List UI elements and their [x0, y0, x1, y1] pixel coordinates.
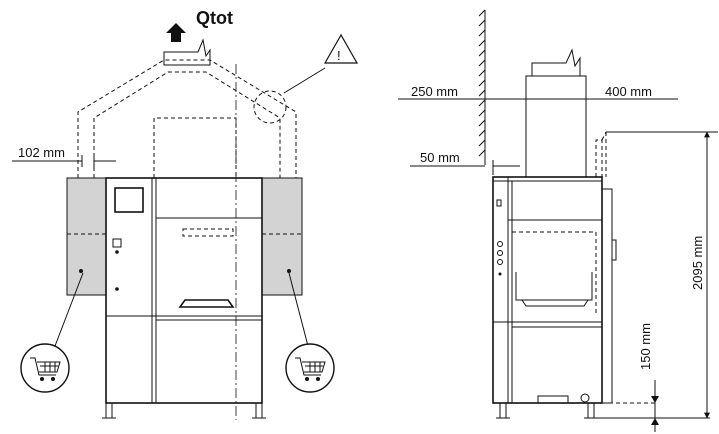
- door-window: [182, 228, 234, 237]
- control-dot: [115, 250, 119, 254]
- wall-clearance-right-label: 400 mm: [605, 84, 652, 99]
- shopping-cart-icon: [285, 343, 335, 393]
- front-view: Qtot ! 102 mm: [12, 8, 359, 420]
- side-feet: [496, 403, 598, 419]
- exhaust-stub: [163, 38, 211, 66]
- right-cart-leader: [288, 272, 309, 347]
- side-rear-duct: [595, 131, 607, 177]
- airflow-label: Qtot: [196, 8, 233, 28]
- side-rear-bracket: [612, 239, 617, 261]
- exhaust-duct-inner: [93, 71, 281, 178]
- side-latch: [496, 199, 502, 207]
- left-clearance-label: 102 mm: [18, 145, 65, 160]
- warning-detail-circle: [253, 90, 287, 124]
- control-dot-lower: [115, 287, 119, 291]
- side-machine-body: [492, 176, 603, 404]
- dim-150-arrow-bottom: [651, 418, 659, 425]
- machine-feet: [102, 403, 266, 419]
- left-cart-leader: [54, 272, 84, 347]
- warning-triangle-icon: !: [323, 33, 359, 64]
- side-rack: [515, 272, 593, 307]
- left-cart-leader-dot: [79, 269, 83, 273]
- control-knob: [112, 238, 122, 248]
- right-cart-leader-dot: [287, 269, 291, 273]
- machine-hood-outline: [153, 117, 237, 178]
- door-handle: [178, 299, 235, 308]
- control-display: [114, 187, 144, 213]
- side-rear-panel: [602, 188, 613, 404]
- side-control-2: [497, 250, 503, 256]
- side-control-3: [497, 259, 503, 265]
- machine-body: [105, 177, 263, 404]
- wall-hatch: [478, 9, 486, 157]
- left-side-panel: [66, 177, 107, 296]
- warning-symbol-text: !: [337, 48, 341, 63]
- side-control-dot: [498, 272, 502, 276]
- side-drain: [537, 395, 569, 404]
- side-exhaust-stub: [531, 48, 581, 76]
- up-arrow-icon: [166, 23, 186, 42]
- warning-leader-line: [283, 67, 326, 94]
- total-height-label: 2095 mm: [690, 236, 705, 290]
- exhaust-duct-outer: [77, 59, 297, 178]
- floor-height-label: 150 mm: [638, 323, 653, 370]
- wall-gap-label: 50 mm: [420, 150, 460, 165]
- shopping-cart-icon: [20, 343, 70, 393]
- side-control-1: [497, 241, 503, 247]
- side-inner-dashed: [512, 231, 597, 314]
- side-wheel: [580, 393, 590, 403]
- side-exhaust-duct: [525, 75, 587, 178]
- dim-150-arrow-top: [651, 396, 659, 403]
- side-view: 250 mm 400 mm 50 mm: [398, 9, 718, 432]
- right-side-panel: [261, 177, 303, 296]
- wall-clearance-left-label: 250 mm: [411, 84, 458, 99]
